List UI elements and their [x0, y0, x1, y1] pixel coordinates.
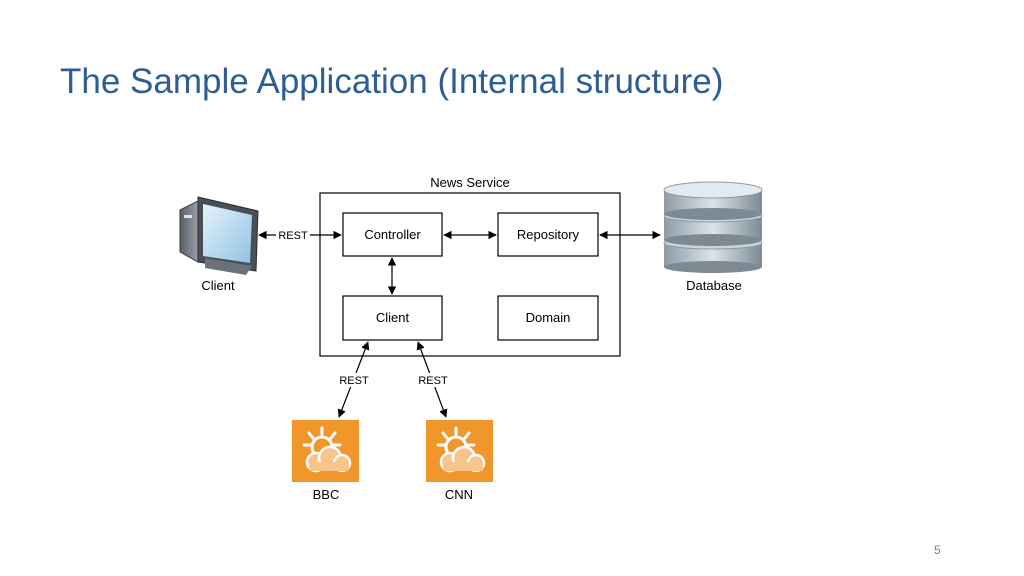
bbc-weather-icon: [292, 420, 359, 482]
news-service-label: News Service: [430, 175, 509, 190]
repository-box: [497, 212, 599, 257]
client-label: Client: [201, 278, 235, 293]
bbc-rest-label: REST: [339, 375, 369, 387]
database-label: Database: [686, 278, 742, 293]
client-component-box: [342, 295, 443, 341]
domain-label: Domain: [526, 310, 571, 325]
cnn-rest-label: REST: [418, 375, 448, 387]
database-cylinder-icon: [663, 181, 763, 273]
domain-box: [497, 295, 599, 341]
page-number: 5: [934, 543, 941, 557]
controller-label: Controller: [364, 227, 421, 242]
client-component-label: Client: [376, 310, 410, 325]
repository-label: Repository: [517, 227, 580, 242]
slide-title: The Sample Application (Internal structu…: [60, 62, 724, 101]
bbc-label: BBC: [313, 487, 340, 502]
cnn-label: CNN: [445, 487, 473, 502]
desktop-computer-icon: [179, 196, 259, 275]
controller-box: [342, 212, 443, 257]
client-rest-label: REST: [278, 230, 308, 242]
cnn-weather-icon: [426, 420, 493, 482]
